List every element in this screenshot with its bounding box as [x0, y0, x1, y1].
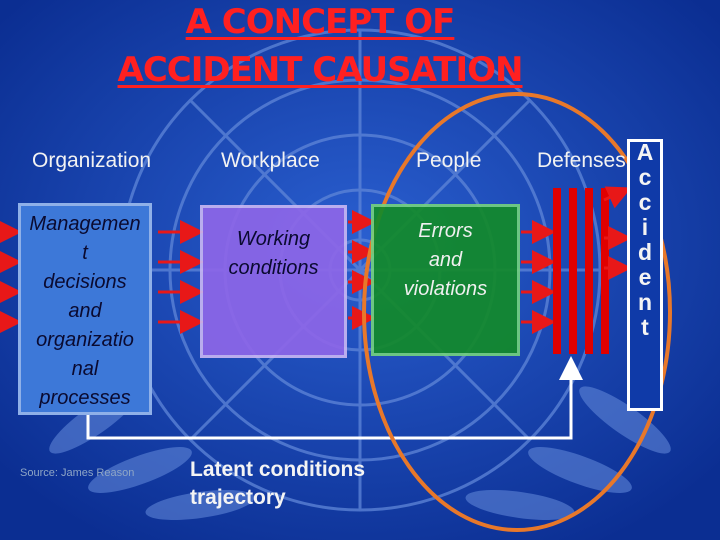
- accident-letter: A: [636, 139, 654, 165]
- org-line: nal: [71, 358, 99, 380]
- people-box: [371, 204, 520, 356]
- org-line: t: [82, 242, 88, 264]
- defense-barriers: [553, 188, 609, 354]
- organization-box: [18, 203, 152, 415]
- accident-letter: i: [641, 214, 649, 240]
- org-line: organizatio: [36, 329, 134, 351]
- workplace-box: [200, 205, 347, 358]
- column-heading-people: People: [416, 149, 482, 172]
- column-heading-organization: Organization: [32, 149, 152, 172]
- organization-box-text: Managemen t decisions and organizatio na…: [18, 210, 152, 413]
- workplace-to-people-arrows: [348, 210, 376, 330]
- accident-letter: d: [637, 239, 653, 265]
- org-line: Managemen: [29, 213, 141, 235]
- people-box-text: Errors and violations: [371, 217, 520, 304]
- workplace-box-text: Working conditions: [200, 225, 347, 283]
- people-line: Errors: [418, 220, 473, 242]
- accident-letter: c: [638, 189, 652, 215]
- workplace-line: conditions: [228, 257, 319, 279]
- defenses-to-accident-arrows: [603, 186, 632, 280]
- source-credit: Source: James Reason: [20, 467, 135, 479]
- column-heading-defenses: Defenses: [537, 149, 626, 172]
- latent-trajectory-line: [86, 356, 583, 440]
- page-title: A CONCEPT OF: [185, 2, 456, 42]
- accident-letters: A c c i d e n t: [627, 140, 663, 340]
- people-line: and: [428, 249, 463, 271]
- laurel-wreath: [49, 386, 671, 520]
- people-to-defenses-arrows: [521, 220, 556, 334]
- highlight-circle: [362, 92, 672, 532]
- org-line: processes: [39, 387, 131, 409]
- accident-letter: c: [638, 164, 652, 190]
- people-line: violations: [403, 278, 488, 300]
- latent-conditions-label: Latent conditions trajectory: [190, 456, 365, 512]
- latent-line: Latent conditions: [190, 458, 365, 481]
- accident-letter: e: [638, 264, 652, 290]
- accident-box: [627, 139, 663, 411]
- org-line: decisions: [43, 271, 127, 293]
- workplace-line: Working: [236, 228, 311, 250]
- org-input-arrows: [0, 220, 22, 334]
- latent-line: trajectory: [190, 486, 286, 509]
- column-heading-workplace: Workplace: [221, 149, 320, 172]
- org-line: and: [68, 300, 102, 322]
- accident-letter: n: [637, 289, 653, 315]
- accident-letter: t: [641, 314, 649, 340]
- page-title-line2: ACCIDENT CAUSATION: [117, 50, 524, 90]
- org-to-workplace-arrows: [158, 220, 204, 334]
